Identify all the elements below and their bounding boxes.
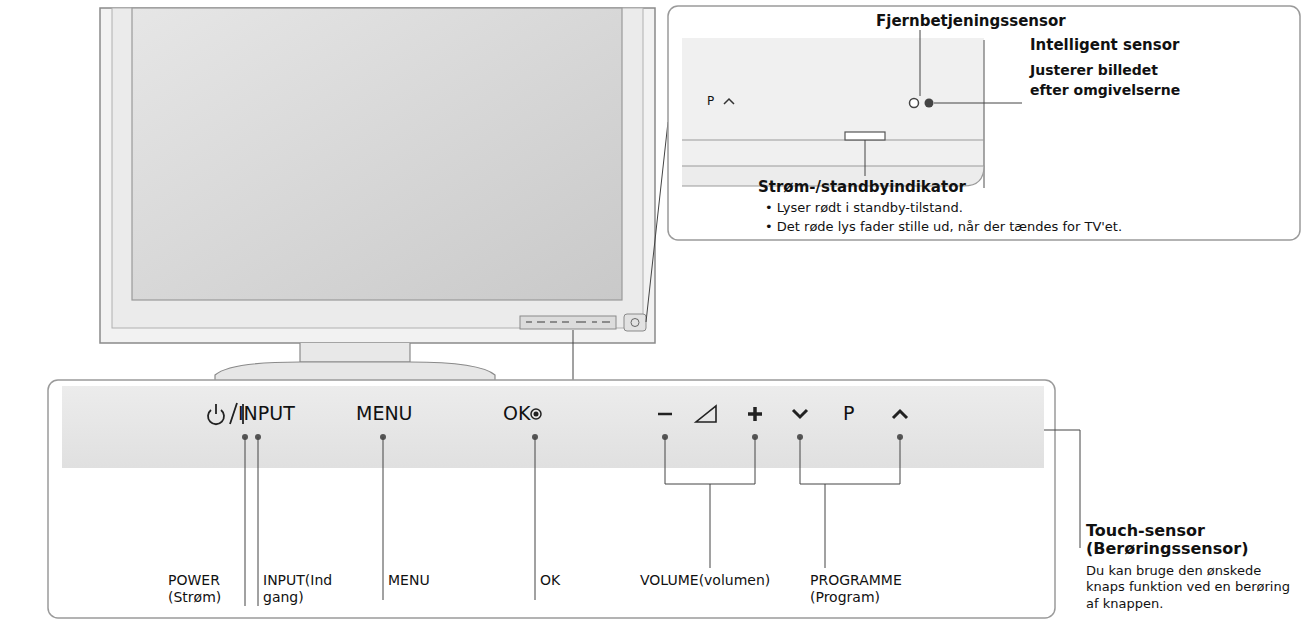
button-glyph: INPUT bbox=[238, 402, 318, 425]
button-glyph: P bbox=[707, 94, 727, 108]
touch-sensor-note: Du kan bruge den ønskede knaps funktion … bbox=[1086, 563, 1304, 612]
button-label: INPUT(Ind gang) bbox=[263, 572, 345, 606]
button-label: VOLUME(volumen) bbox=[640, 572, 790, 589]
sensor-label: Fjernbetjeningssensor bbox=[876, 12, 1076, 30]
touch-sensor-label: Touch-sensor (Berøringssensor) bbox=[1086, 522, 1236, 559]
button-glyph: OK bbox=[503, 402, 543, 425]
button-panel bbox=[48, 380, 1080, 618]
sensor-label: Intelligent sensor bbox=[1030, 36, 1230, 54]
button-label: OK bbox=[540, 572, 580, 589]
indicator-note: • Det røde lys fader stille ud, når der … bbox=[765, 219, 1225, 235]
button-glyph: MENU bbox=[356, 402, 436, 425]
indicator-note: • Lyser rødt i standby-tilstand. bbox=[765, 200, 1165, 216]
sensor-note: Justerer billedet efter omgivelserne bbox=[1030, 60, 1188, 101]
tv-set bbox=[100, 8, 668, 398]
detail-inset bbox=[668, 6, 1300, 240]
power-symbol bbox=[208, 403, 243, 424]
button-glyph: P bbox=[843, 402, 873, 425]
button-label: PROGRAMME (Program) bbox=[810, 572, 925, 606]
volume-symbols bbox=[658, 406, 762, 422]
indicator-label: Strøm-/standbyindikator bbox=[758, 178, 1018, 196]
button-label: MENU bbox=[388, 572, 458, 589]
button-label: POWER (Strøm) bbox=[168, 572, 238, 606]
